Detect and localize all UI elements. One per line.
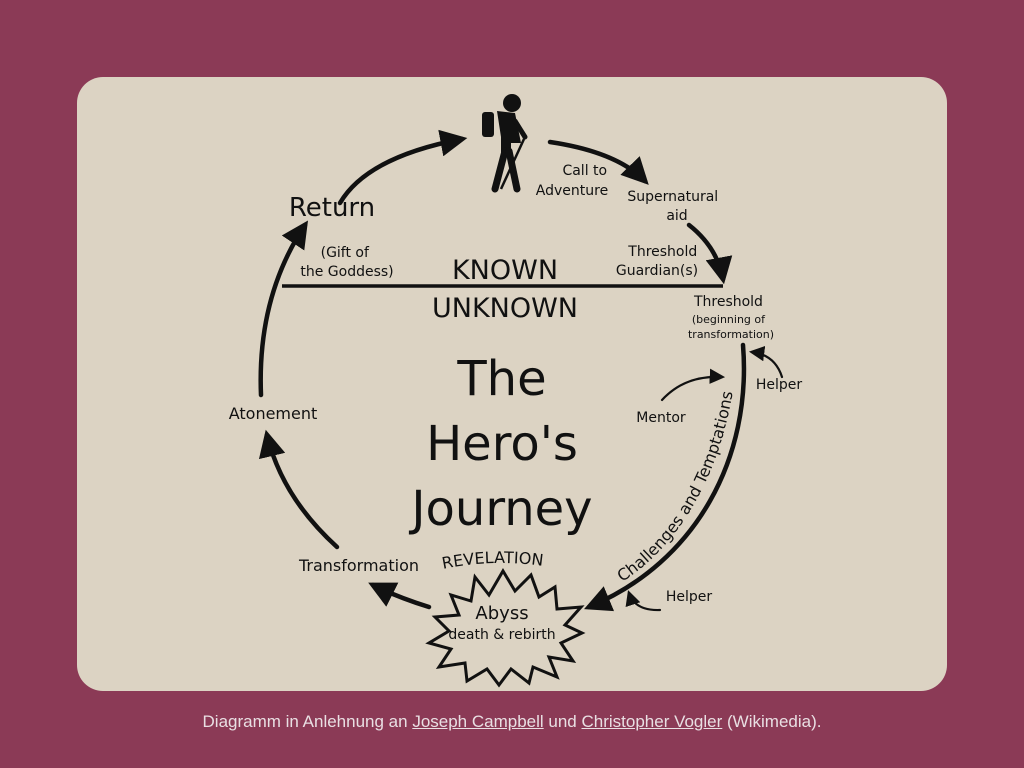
diagram-card: The Hero's Journey KNOWN UNKNOWN Call to… xyxy=(77,77,947,691)
hiker-icon xyxy=(482,94,528,193)
call-to-adventure-label: Call to Adventure xyxy=(536,163,612,199)
helper-top-label: Helper xyxy=(756,377,803,393)
title-line1: The xyxy=(456,351,546,407)
return-label: Return xyxy=(289,193,375,223)
helper-bottom-label: Helper xyxy=(666,589,713,605)
arrow-aid-to-threshold xyxy=(686,222,733,285)
abyss-starburst xyxy=(425,568,586,688)
threshold-guardian-label: Threshold Guardian(s) xyxy=(616,244,702,279)
arrow-challenges xyxy=(584,342,747,612)
mentor-label: Mentor xyxy=(636,410,686,426)
title-line3: Journey xyxy=(408,481,592,537)
arrow-abyss-to-transformation xyxy=(368,582,432,610)
title-line2: Hero's xyxy=(426,416,578,472)
revelation-label: REVELATION xyxy=(440,548,544,573)
caption-suffix: (Wikimedia). xyxy=(722,712,822,731)
helper-bottom-arrow xyxy=(625,590,662,612)
known-label: KNOWN xyxy=(452,255,558,286)
arrow-hero-to-aid xyxy=(547,139,649,185)
arrow-atonement-to-return xyxy=(258,220,308,398)
atonement-label: Atonement xyxy=(229,404,318,423)
abyss-label: Abyss xyxy=(475,603,528,624)
arrow-transformation-to-atonement xyxy=(258,429,340,550)
unknown-label: UNKNOWN xyxy=(432,293,578,324)
transformation-label: Transformation xyxy=(298,556,419,575)
threshold-label: Threshold (beginning of transformation) xyxy=(688,291,774,341)
christopher-vogler-link[interactable]: Christopher Vogler xyxy=(581,712,723,731)
joseph-campbell-link[interactable]: Joseph Campbell xyxy=(412,712,544,731)
caption-middle: und xyxy=(543,712,582,731)
cycle-arrows xyxy=(258,129,747,612)
caption-prefix: Diagramm in Anlehnung an xyxy=(202,712,413,731)
supernatural-aid-label: Supernatural aid xyxy=(627,189,722,224)
mentor-arrow xyxy=(660,368,726,402)
gift-label: (Gift of the Goddess) xyxy=(300,245,393,280)
heros-journey-diagram: The Hero's Journey KNOWN UNKNOWN Call to… xyxy=(229,94,803,688)
arrow-return-to-hero xyxy=(337,129,468,206)
helper-top-arrow xyxy=(748,345,784,379)
image-caption: Diagramm in Anlehnung an Joseph Campbell… xyxy=(0,712,1024,732)
abyss-sub-label: death & rebirth xyxy=(448,627,555,643)
